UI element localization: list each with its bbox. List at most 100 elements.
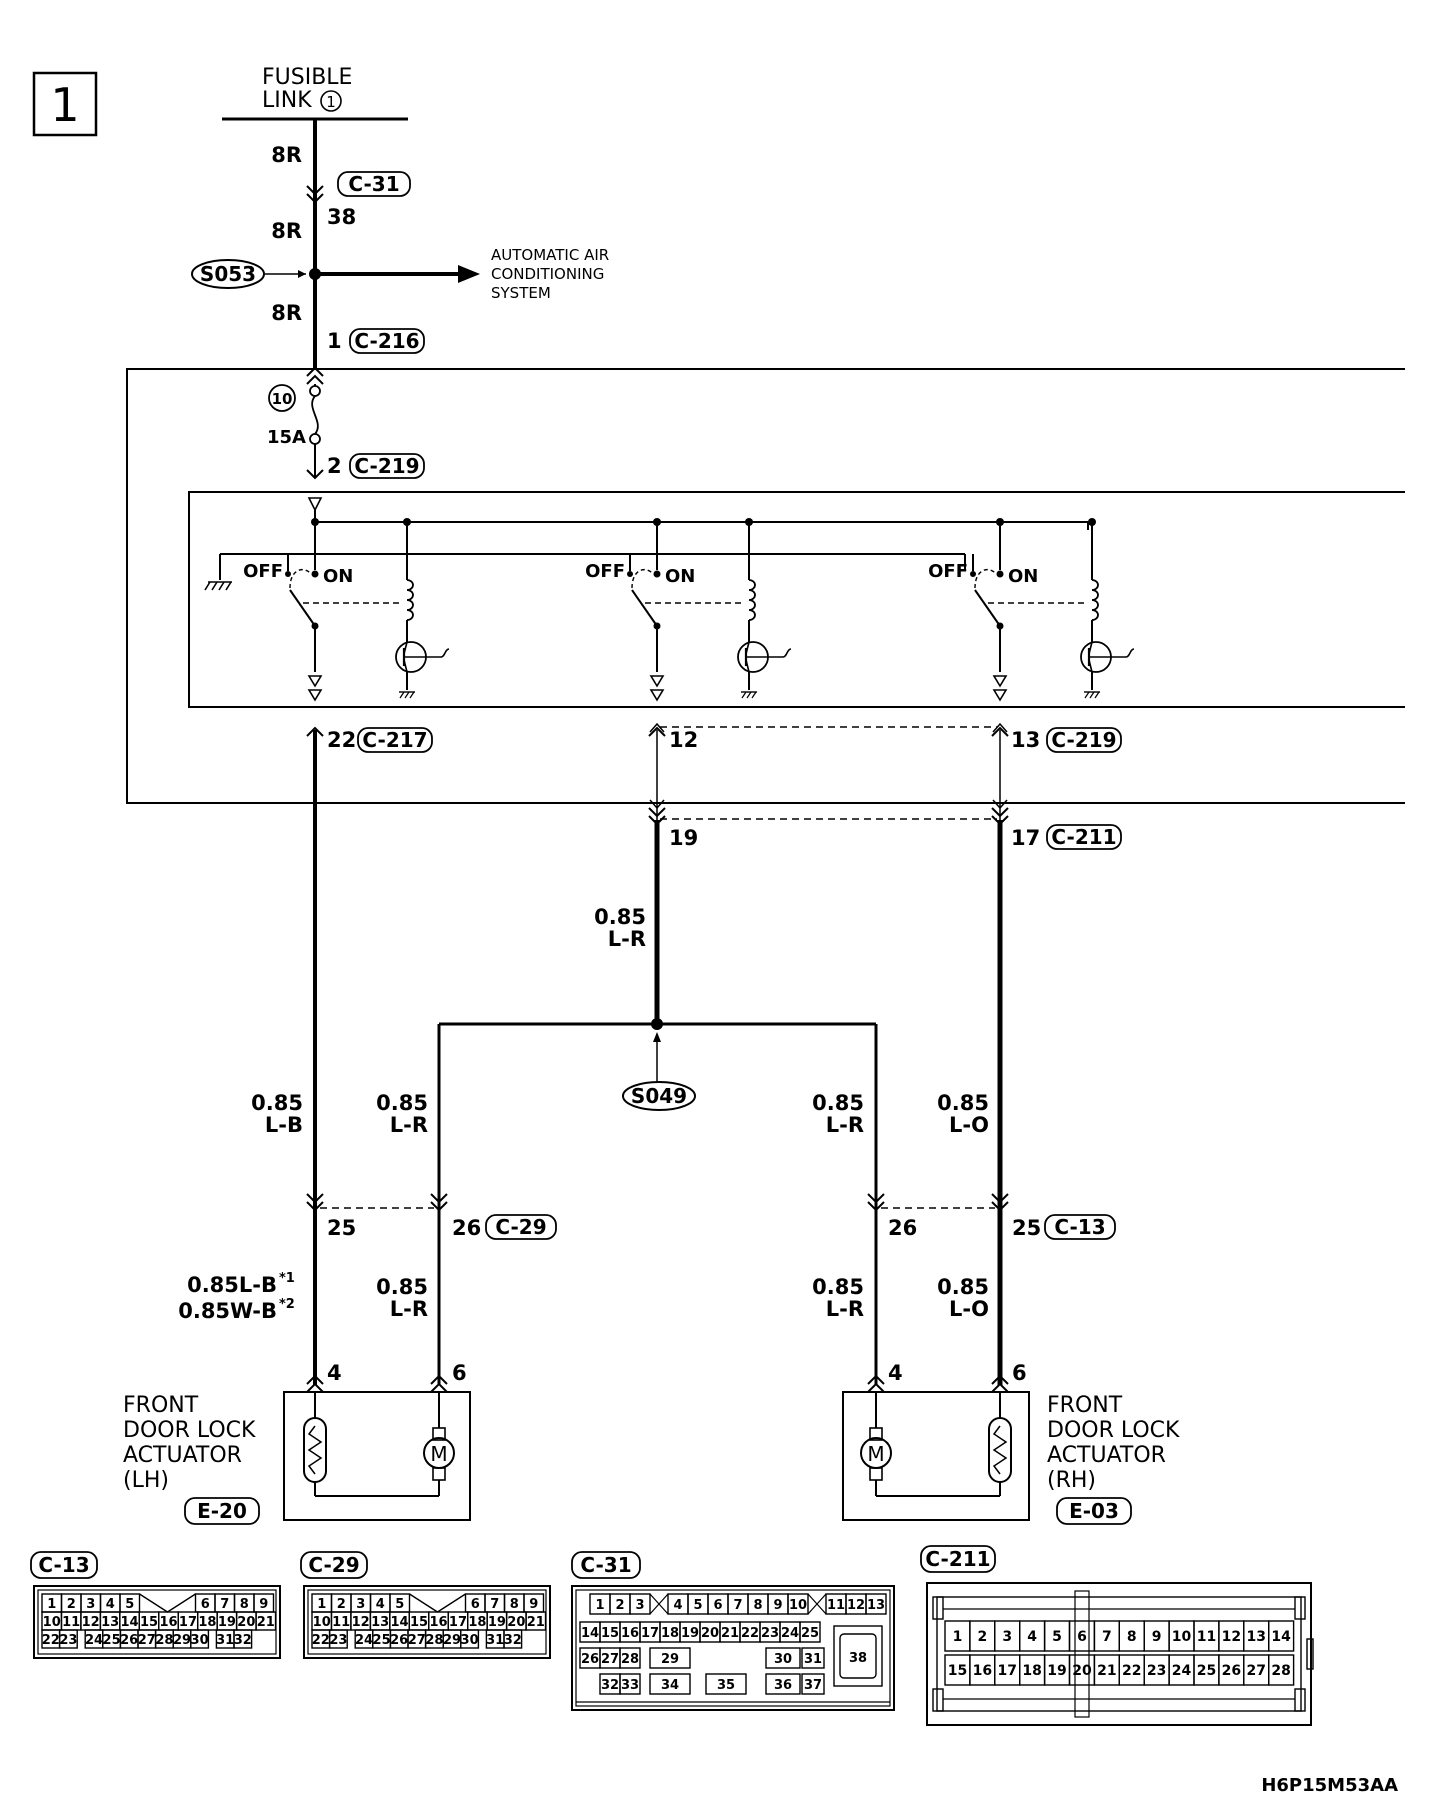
pin-cell-label: 8 <box>1127 1629 1137 1645</box>
rail-lug <box>1294 1688 1306 1712</box>
pin-cell-label: 16 <box>621 1626 639 1641</box>
relay-switch-arm <box>289 589 316 627</box>
c216-entry-mark <box>306 366 324 385</box>
center-key <box>1074 1590 1090 1718</box>
pin-cell-label: 24 <box>85 1633 103 1648</box>
pin-cell-label: 1 <box>47 1597 56 1612</box>
pin-cell-label: 12 <box>352 1615 370 1630</box>
pin-cell <box>1267 1620 1295 1652</box>
pin-22: 22 <box>327 728 356 752</box>
chevron <box>306 1374 324 1385</box>
pin-cell-label: 5 <box>395 1597 404 1612</box>
pin-cell-label: 15 <box>140 1615 158 1630</box>
pin-cell-label: 28 <box>425 1633 443 1648</box>
rail-lug <box>1294 1596 1306 1620</box>
page-number: 1 <box>50 78 79 132</box>
relay-unit-outline <box>188 491 1405 708</box>
pin-cell-label: 27 <box>1247 1663 1266 1679</box>
pin-cell-label: 20 <box>507 1615 525 1630</box>
pin-cell-label: 9 <box>1152 1629 1162 1645</box>
svg-text:10: 10 <box>272 390 293 408</box>
connector-inner-outline <box>575 1589 891 1707</box>
pin-cell <box>801 1673 825 1695</box>
lh-actuator-label-1: FRONT <box>123 1393 199 1418</box>
pin-cell-label: 25 <box>103 1633 121 1648</box>
relay-on-label: ON <box>1008 566 1038 587</box>
pin-cell-label: 11 <box>332 1615 350 1630</box>
rh-motor-brush-top <box>869 1427 883 1441</box>
wire-label-rh-lock-color: L-O <box>949 1113 989 1137</box>
pin-cell-label: 5 <box>1052 1629 1062 1645</box>
pin-cell-label: 9 <box>529 1597 538 1612</box>
pin-cell-label: 7 <box>733 1598 742 1613</box>
chevron <box>648 807 666 818</box>
wire-label-lh-motor-color: L-R <box>390 1113 428 1137</box>
pin-cell-label: 17 <box>998 1663 1017 1679</box>
pin-cell-label: 17 <box>449 1615 467 1630</box>
rh-6-mark <box>991 1374 1009 1393</box>
chevron <box>867 1382 885 1393</box>
output-pin-mark <box>991 726 1009 737</box>
rh-motor-brush-bottom <box>869 1467 883 1481</box>
c13-26-mark <box>867 1193 885 1212</box>
pin-cell-label: 2 <box>67 1597 76 1612</box>
c219-12-connector-mark <box>649 722 665 810</box>
pin-cell-label: 24 <box>1172 1663 1192 1679</box>
transistor-emitter <box>1088 659 1093 673</box>
pin-cell <box>801 1647 825 1669</box>
pin-cell-label: 17 <box>179 1615 197 1630</box>
wire-label-rh-motor-size-2: 0.85 <box>812 1275 864 1299</box>
chevron <box>991 1201 1009 1212</box>
rh-motor-label: M <box>867 1442 884 1466</box>
relay-action-arrow <box>974 568 997 589</box>
pin-cell-label: 9 <box>259 1597 268 1612</box>
transistor-collector <box>745 641 750 655</box>
output-pin-mark <box>306 726 324 737</box>
pin-rh-4: 4 <box>888 1361 903 1385</box>
pin-cell-label: 31 <box>216 1633 234 1648</box>
fuse-terminal-bottom <box>309 433 321 445</box>
rh-actuator-label-3: ACTUATOR <box>1047 1443 1166 1468</box>
pin-cell-label: 25 <box>1197 1663 1216 1679</box>
svg-text:C-217: C-217 <box>362 728 427 752</box>
pin-cell <box>705 1673 747 1695</box>
lh-6-mark <box>430 1374 448 1393</box>
pin-cell-label: 31 <box>804 1652 822 1667</box>
rail-lug <box>932 1688 944 1712</box>
pin-cell <box>619 1673 641 1695</box>
pin-cell-label: 3 <box>356 1597 365 1612</box>
pin-cell-label: 23 <box>1147 1663 1166 1679</box>
pin-cell-label: 18 <box>468 1615 486 1630</box>
pin-cell <box>1267 1654 1295 1686</box>
pin-cell-label: 21 <box>1097 1663 1116 1679</box>
relay-coil-icon <box>406 579 414 621</box>
svg-text:C-211: C-211 <box>1051 825 1116 849</box>
pin-cell-label: 4 <box>673 1598 682 1613</box>
pin-cell-label: 37 <box>804 1678 822 1693</box>
connector-outline <box>926 1582 1312 1726</box>
side-latch <box>1306 1638 1314 1670</box>
pin-2: 2 <box>327 454 342 478</box>
fuse-number: 10 <box>268 384 296 412</box>
chevron <box>430 1374 448 1385</box>
wire-label-common-size: 0.85 <box>594 905 646 929</box>
chevron <box>306 1193 324 1204</box>
svg-text:C-211: C-211 <box>925 1547 990 1571</box>
pin-cell-label: 22 <box>741 1626 759 1641</box>
splice-s053-arrowhead <box>298 270 306 278</box>
ground-hatch <box>751 691 757 699</box>
pin-cell-label: 17 <box>641 1626 659 1641</box>
blank-cell-cross <box>807 1593 827 1615</box>
transistor-base-lead <box>404 648 450 658</box>
pin-cell-label: 32 <box>601 1678 619 1693</box>
lh-lock-switch-zigzag <box>307 1425 323 1475</box>
pin-cell-label: 4 <box>1027 1629 1037 1645</box>
connector-outline <box>33 1585 281 1659</box>
rh-actuator-label-4: (RH) <box>1047 1468 1096 1493</box>
pin-cell <box>503 1629 523 1649</box>
c219-connector-tag: C-219 <box>349 453 425 479</box>
pin-cell-label: 30 <box>461 1633 479 1648</box>
pin-cell <box>649 1647 691 1669</box>
pin-cell-label: 29 <box>173 1633 191 1648</box>
